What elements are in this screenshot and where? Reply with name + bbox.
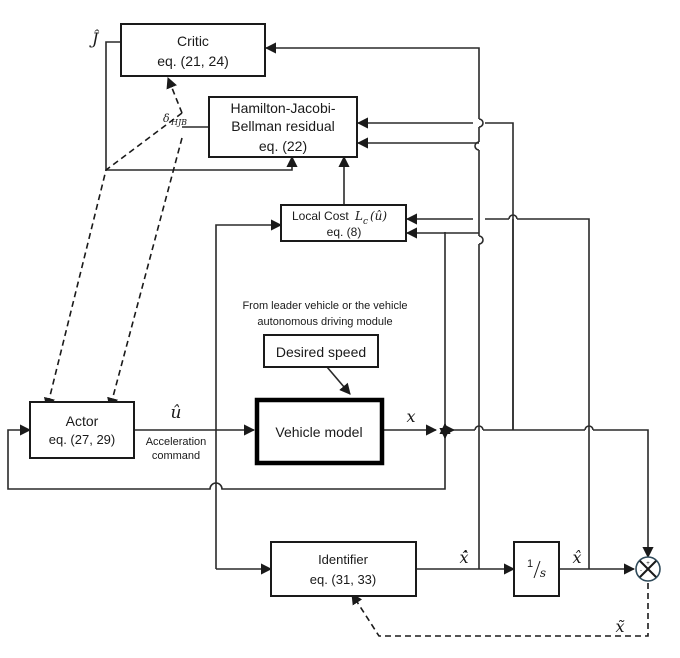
local-cost-block: Local Cost L c (û) eq. (8) <box>280 204 407 242</box>
source-text-line1: From leader vehicle or the vehicle <box>242 300 407 312</box>
integrator-den: s <box>540 566 546 580</box>
x-hat-dot-label: x̂̇ <box>459 548 468 567</box>
hjb-eq: eq. (22) <box>259 138 307 154</box>
wire-uhat-to-localcost <box>215 219 283 569</box>
desired-speed-title: Desired speed <box>276 344 366 360</box>
actor-title: Actor <box>66 413 99 429</box>
hjb-line1: Hamilton-Jacobi- <box>230 100 335 116</box>
vehicle-model-block: Vehicle model <box>254 397 385 466</box>
wire-x-to-sum <box>454 425 648 557</box>
x-hat-label: x̂ <box>572 548 581 567</box>
delta-sub-label: HJB <box>170 118 187 127</box>
wire-desired-to-vehicle <box>326 366 351 395</box>
wire-delta-to-critic <box>166 76 183 114</box>
actor-eq: eq. (27, 29) <box>49 432 116 447</box>
local-cost-L: L <box>354 209 363 223</box>
wire-to-localcost-upper-right <box>485 214 590 569</box>
hjb-line2: Bellman residual <box>231 118 335 134</box>
identifier-block: Identifier eq. (31, 33) <box>270 541 417 597</box>
accel-label-line1: Acceleration <box>146 436 207 448</box>
j-hat-label: Ĵ <box>89 29 100 48</box>
x-label: x <box>406 407 415 426</box>
sum-plus: + <box>646 561 650 567</box>
wire-xhatdot-vertical <box>474 141 484 569</box>
wire-delta-to-actor-1 <box>43 112 183 410</box>
source-text-line2: autonomous driving module <box>257 316 392 328</box>
critic-title: Critic <box>177 33 209 49</box>
wire-to-hjb-upper <box>485 122 514 430</box>
wire-delta-to-actor-2 <box>107 137 183 410</box>
wire-actor-feedback <box>7 424 446 490</box>
critic-eq: eq. (21, 24) <box>157 53 229 69</box>
desired-speed-block: Desired speed <box>263 334 379 368</box>
accel-label-line2: command <box>152 450 200 462</box>
wire-xhatdot-to-critic <box>266 48 484 142</box>
u-hat-label: û <box>171 403 182 423</box>
vehicle-model-title: Vehicle model <box>275 424 362 440</box>
integrator-block: 1 s <box>513 541 560 597</box>
x-tilde-label: x̃ <box>615 617 624 636</box>
local-cost-sub: c <box>363 217 368 227</box>
local-cost-title: Local Cost <box>292 209 349 223</box>
summing-junction: + - <box>635 556 661 582</box>
identifier-title: Identifier <box>318 552 369 567</box>
sum-minus: - <box>640 568 642 574</box>
hjb-block: Hamilton-Jacobi- Bellman residual eq. (2… <box>208 96 358 158</box>
integrator-num: 1 <box>527 558 533 570</box>
identifier-eq: eq. (31, 33) <box>310 572 377 587</box>
actor-block: Actor eq. (27, 29) <box>29 401 135 459</box>
critic-block: Critic eq. (21, 24) <box>120 23 266 77</box>
delta-label: δ <box>163 112 170 125</box>
local-cost-eq: eq. (8) <box>327 225 362 239</box>
local-cost-arg: (û) <box>370 209 387 223</box>
